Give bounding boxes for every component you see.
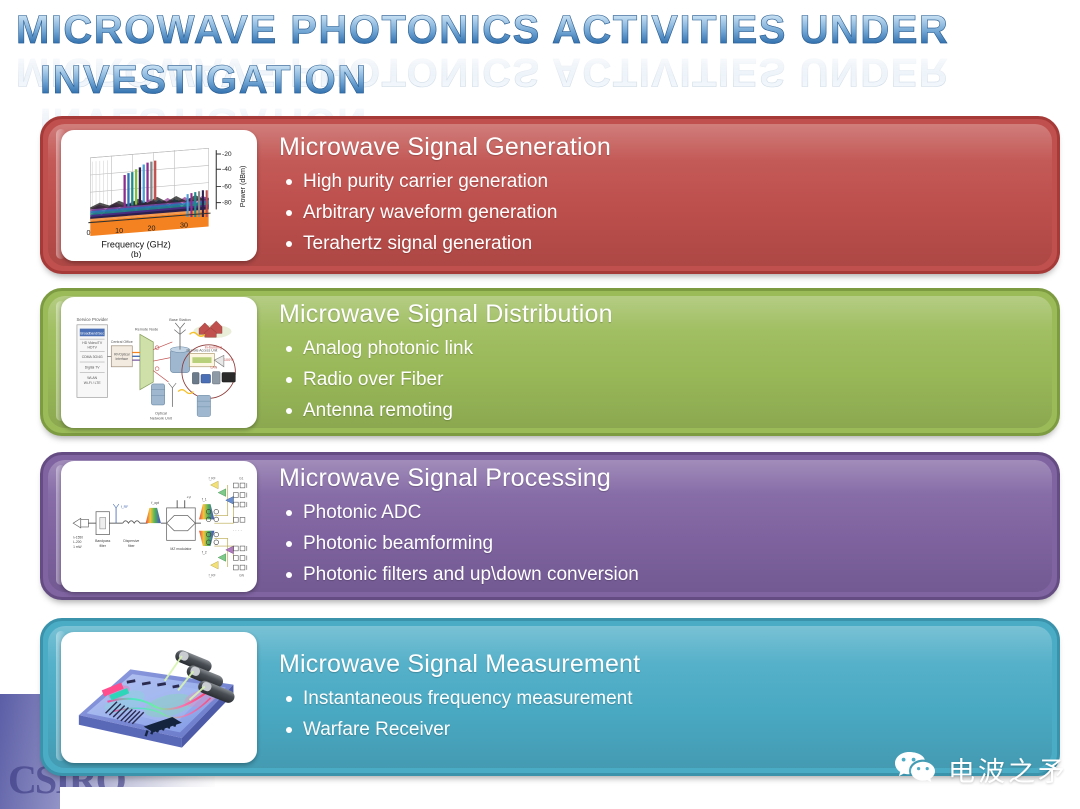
svg-text:-80: -80 (222, 199, 232, 206)
svg-text:MZ modulator: MZ modulator (170, 546, 192, 550)
panel-heading-measurement: Microwave Signal Measurement (279, 650, 641, 678)
svg-text:RF/Optical: RF/Optical (114, 352, 130, 356)
svg-text:1 mW: 1 mW (73, 544, 82, 548)
svg-text:CDMA 3G/4G: CDMA 3G/4G (82, 355, 103, 359)
bullet-item: Photonic filters and up\down conversion (279, 559, 639, 590)
svg-text:In-building: In-building (205, 345, 223, 349)
svg-text:Remote Access Unit: Remote Access Unit (187, 348, 218, 352)
bullet-list-generation: High purity carrier generation Arbitrary… (279, 166, 611, 259)
svg-text:HD Video/TV: HD Video/TV (82, 340, 103, 344)
bullet-list-processing: Photonic ADC Photonic beamforming Photon… (279, 497, 639, 590)
panel-heading-generation: Microwave Signal Generation (279, 132, 611, 161)
svg-text:Power (dBm): Power (dBm) (239, 165, 247, 207)
svg-text:f_1: f_1 (202, 497, 207, 501)
svg-text:30: 30 (180, 221, 188, 229)
svg-text:f_2: f_2 (202, 550, 207, 554)
activity-panel-processing[interactable]: λ-1550 L-200 1 mW Bandpass filter f_RF D… (40, 452, 1060, 600)
svg-text:Frequency (GHz): Frequency (GHz) (101, 239, 170, 249)
thumbnail-radio-over-fiber-network-diagram: Service Provider Broadband/Sec HD Video/… (61, 296, 257, 428)
activity-panel-generation[interactable]: -20 -40 -60 -80 Power (dBm) 0 10 20 30 F… (40, 116, 1060, 274)
svg-text:f_RF: f_RF (209, 573, 216, 577)
svg-text:Central Office: Central Office (111, 339, 133, 343)
svg-text:0: 0 (86, 229, 90, 237)
svg-text:f_opt: f_opt (151, 501, 159, 505)
svg-text:Digital TV: Digital TV (85, 365, 100, 369)
svg-text:10: 10 (115, 227, 123, 235)
svg-text:f_RF: f_RF (209, 476, 216, 480)
thumbnail-waterfall-spectrum-plot: -20 -40 -60 -80 Power (dBm) 0 10 20 30 F… (61, 129, 257, 261)
thumbnail-photonic-integrated-chip (61, 631, 257, 763)
bullet-item: Arbitrary waveform generation (279, 197, 611, 228)
svg-text:-60: -60 (222, 183, 232, 190)
svg-text:Optical: Optical (155, 411, 167, 415)
svg-text:LAN: LAN (211, 365, 218, 369)
bullet-item: Analog photonic link (279, 333, 613, 364)
svg-text:Base Station: Base Station (169, 317, 191, 321)
svg-text:λ-1550: λ-1550 (73, 535, 83, 539)
wechat-account-name: 电波之矛 (948, 757, 1068, 788)
svg-text:WLAN: WLAN (87, 376, 97, 380)
svg-text:Wi-Fi / LTE: Wi-Fi / LTE (84, 380, 102, 384)
svg-text:Broadband/Sec: Broadband/Sec (80, 331, 104, 335)
panel-text-measurement: Microwave Signal Measurement Instantaneo… (279, 649, 660, 745)
svg-text:filter: filter (99, 544, 106, 548)
bullet-item: Photonic ADC (279, 497, 639, 528)
thumbnail-photonic-processing-schematic: λ-1550 L-200 1 mW Bandpass filter f_RF D… (61, 460, 257, 592)
svg-text:Dispersive: Dispersive (123, 539, 139, 543)
svg-text:G1: G1 (239, 476, 244, 480)
wechat-icon (894, 750, 936, 789)
bullet-item: Antenna remoting (279, 395, 613, 426)
page-title: Microwave Photonics Activities Under Inv… (0, 0, 1080, 145)
panel-text-distribution: Microwave Signal Distribution Analog pho… (279, 299, 633, 426)
panel-heading-processing: Microwave Signal Processing (279, 463, 611, 492)
svg-text:100%: 100% (224, 358, 234, 362)
svg-text:+V: +V (187, 495, 192, 499)
svg-text:GN: GN (239, 573, 245, 577)
svg-text:Bandpass: Bandpass (95, 539, 111, 543)
corner-notch (60, 787, 215, 809)
title-line-2: Investigation (40, 58, 368, 103)
svg-text:HDTV: HDTV (88, 345, 98, 349)
panel-text-generation: Microwave Signal Generation High purity … (279, 132, 631, 259)
bullet-list-distribution: Analog photonic link Radio over Fiber An… (279, 333, 613, 426)
wechat-watermark: 电波之矛 (894, 750, 1068, 789)
bullet-item: High purity carrier generation (279, 166, 611, 197)
svg-text:(b): (b) (131, 249, 142, 258)
svg-text:fiber: fiber (128, 544, 136, 548)
bullet-item: Photonic beamforming (279, 528, 639, 559)
title-line-1: Microwave Photonics Activities Under (16, 8, 950, 53)
svg-text:Interface: Interface (115, 357, 128, 361)
svg-text:f_RF: f_RF (121, 504, 128, 508)
bullet-item: Terahertz signal generation (279, 228, 611, 259)
bullet-item: Warfare Receiver (279, 714, 640, 745)
panel-heading-distribution: Microwave Signal Distribution (279, 299, 613, 328)
activity-panel-distribution[interactable]: Service Provider Broadband/Sec HD Video/… (40, 288, 1060, 436)
svg-text:-20: -20 (222, 150, 232, 157)
svg-text:-40: -40 (222, 166, 232, 173)
svg-text:L-200: L-200 (73, 540, 81, 544)
svg-text:20: 20 (148, 224, 156, 232)
svg-text:. . . .: . . . . (233, 527, 242, 532)
bullet-item: Radio over Fiber (279, 364, 613, 395)
svg-text:Remote Node: Remote Node (135, 327, 158, 331)
bullet-list-measurement: Instantaneous frequency measurement Warf… (279, 683, 640, 745)
svg-text:Service Provider: Service Provider (76, 316, 108, 321)
panel-text-processing: Microwave Signal Processing Photonic ADC… (279, 463, 659, 590)
bullet-item: Instantaneous frequency measurement (279, 683, 640, 714)
svg-text:Network Unit: Network Unit (150, 416, 173, 420)
